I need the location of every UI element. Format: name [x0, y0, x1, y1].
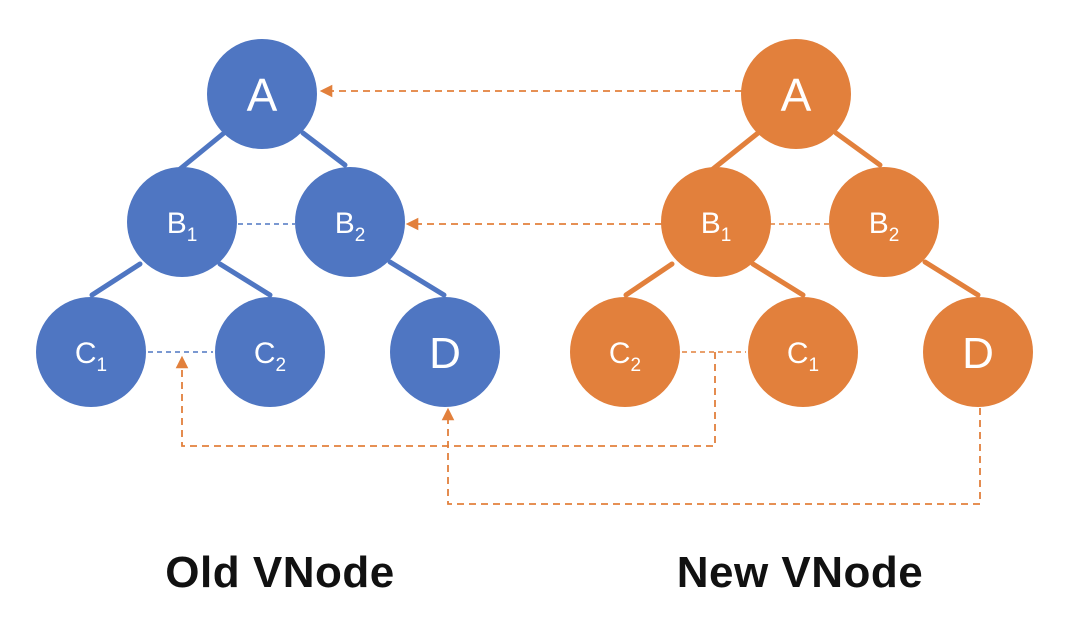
old-node-b1-subscript: 1	[187, 225, 198, 246]
old-node-b1-label: B	[167, 207, 187, 240]
svg-text:A: A	[781, 69, 812, 121]
new-node-a-label: A	[781, 69, 812, 121]
new-edge-a-b1	[710, 130, 761, 172]
new-node-d: D	[923, 297, 1033, 407]
old-vnode-caption: Old VNode	[165, 548, 395, 597]
svg-text:C2: C2	[254, 337, 286, 376]
old-node-b2-subscript: 2	[355, 225, 366, 246]
new-node-c2-label: C	[609, 337, 631, 370]
new-node-c1-circle	[748, 297, 858, 407]
new-node-d-label: D	[962, 329, 994, 378]
svg-text:C1: C1	[75, 337, 107, 376]
old-tree-nodes: A B1 B2 C1	[36, 39, 500, 407]
svg-text:D: D	[962, 329, 994, 378]
old-node-a: A	[207, 39, 317, 149]
old-tree-sibling-links	[148, 223, 295, 353]
old-node-d-label: D	[429, 329, 461, 378]
new-node-c1-subscript: 1	[809, 355, 820, 376]
new-node-a-circle	[741, 39, 851, 149]
new-node-b2-circle	[829, 167, 939, 277]
new-node-c2: C2	[570, 297, 680, 407]
new-node-c1: C1	[748, 297, 858, 407]
old-node-c1-circle	[36, 297, 146, 407]
new-tree-sibling-links	[682, 223, 829, 353]
old-edge-a-b2	[300, 130, 348, 168]
old-node-c2-label: C	[254, 337, 276, 370]
new-node-c1-label: C	[787, 337, 809, 370]
new-node-b1-label: B	[701, 207, 721, 240]
old-tree-edges	[89, 130, 447, 298]
new-edge-a-b2	[833, 130, 883, 168]
new-node-b2: B2	[829, 167, 939, 277]
svg-text:B2: B2	[869, 207, 900, 246]
new-node-b2-subscript: 2	[889, 225, 900, 246]
new-node-b1: B1	[661, 167, 771, 277]
reuse-arrows	[175, 84, 981, 505]
svg-text:C2: C2	[609, 337, 641, 376]
old-edge-b1-c1	[89, 261, 143, 298]
old-edge-b2-d	[387, 259, 447, 298]
old-node-b1-circle	[127, 167, 237, 277]
svg-text:C1: C1	[787, 337, 819, 376]
new-edge-b1-c1	[750, 261, 806, 298]
old-node-c2: C2	[215, 297, 325, 407]
new-node-b1-subscript: 1	[721, 225, 732, 246]
old-node-c1: C1	[36, 297, 146, 407]
svg-text:B1: B1	[701, 207, 732, 246]
new-vnode-caption: New VNode	[676, 548, 924, 597]
old-node-b2-circle	[295, 167, 405, 277]
svg-text:A: A	[247, 69, 278, 121]
new-node-c2-circle	[570, 297, 680, 407]
old-node-c2-circle	[215, 297, 325, 407]
svg-text:D: D	[429, 329, 461, 378]
old-edge-b1-c2	[217, 261, 273, 298]
old-node-c1-subscript: 1	[97, 355, 108, 376]
new-node-c2-subscript: 2	[631, 355, 642, 376]
old-node-a-label: A	[247, 69, 278, 121]
old-node-c2-subscript: 2	[276, 355, 287, 376]
reuse-arrow-d	[441, 407, 981, 505]
new-edge-b1-c2	[623, 261, 675, 298]
svg-text:B1: B1	[167, 207, 198, 246]
new-node-d-circle	[923, 297, 1033, 407]
old-node-d: D	[390, 297, 500, 407]
old-node-c1-label: C	[75, 337, 97, 370]
old-node-b1: B1	[127, 167, 237, 277]
new-node-b2-label: B	[869, 207, 889, 240]
new-tree-edges	[623, 130, 981, 298]
old-edge-a-b1	[177, 130, 227, 172]
old-node-b2-label: B	[335, 207, 355, 240]
new-node-a: A	[741, 39, 851, 149]
new-tree-nodes: A B1 B2 C2	[570, 39, 1033, 407]
old-node-d-circle	[390, 297, 500, 407]
new-node-b1-circle	[661, 167, 771, 277]
svg-text:B2: B2	[335, 207, 366, 246]
old-node-b2: B2	[295, 167, 405, 277]
old-node-a-circle	[207, 39, 317, 149]
new-edge-b2-d	[922, 259, 981, 298]
